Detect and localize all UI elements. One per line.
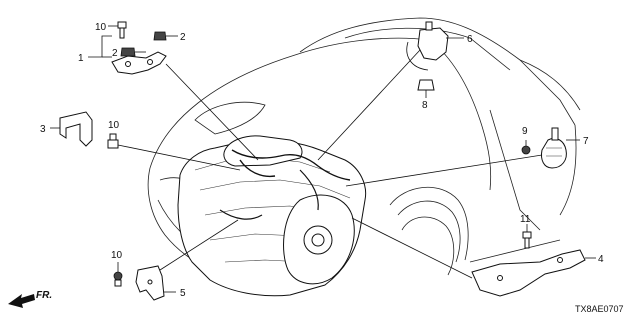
callout-10-upper: 10 [95, 22, 107, 33]
leader-lines [50, 25, 596, 293]
part-2-clip-upper [153, 31, 167, 41]
part-2-clip-lower [120, 47, 136, 57]
callout-9: 9 [522, 126, 528, 137]
callout-8: 8 [422, 100, 428, 111]
front-direction-indicator: FR. [8, 290, 52, 308]
part-4-bracket [471, 249, 586, 297]
callout-10-middle: 10 [108, 120, 120, 131]
callout-2-upper: 2 [180, 32, 186, 43]
part-10-bolt-lower [113, 271, 123, 287]
part-1-stay-bracket [111, 51, 167, 75]
part-10-bolt-middle [107, 133, 119, 149]
callout-1: 1 [78, 53, 84, 64]
callout-2-lower: 2 [112, 48, 118, 59]
engine-assembly [177, 135, 367, 297]
callout-3: 3 [40, 124, 46, 135]
part-10-bolt-upper [117, 21, 127, 39]
part-5-bracket [135, 265, 165, 301]
callout-4: 4 [598, 254, 604, 265]
callout-11: 11 [520, 214, 531, 225]
callout-5: 5 [180, 288, 186, 299]
part-6-bracket-cover [406, 21, 449, 71]
front-arrow-icon [8, 294, 35, 308]
part-3-bracket [59, 111, 93, 147]
diagram-code: TX8AE0707 [575, 304, 624, 314]
part-7-sensor [541, 127, 567, 169]
callout-numbers: 10 2 1 2 3 10 6 8 9 7 11 4 10 5 [40, 22, 604, 299]
callout-6: 6 [467, 34, 473, 45]
part-9-nut [521, 145, 531, 155]
front-direction-label: FR. [36, 290, 52, 301]
callout-10-lower: 10 [111, 250, 123, 261]
part-11-bolt [522, 231, 532, 249]
callout-7: 7 [583, 136, 589, 147]
part-8-clip [417, 79, 435, 91]
